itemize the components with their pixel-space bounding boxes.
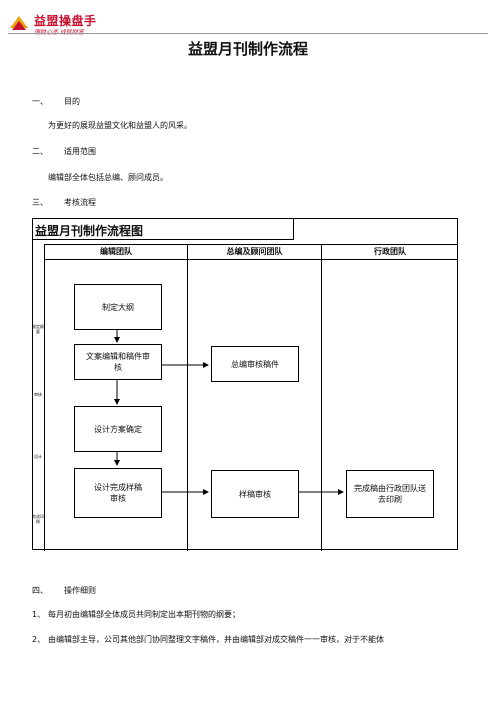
lane-label-design: 设计 (34, 454, 42, 459)
step-edit-review: 文案编辑和稿件审核 (74, 344, 162, 380)
logo: 益盟操盘手 理财心态 成就财富 (8, 12, 108, 42)
flowchart-title: 益盟月刊制作流程图 (32, 218, 294, 240)
detail-1-num: 1、 (32, 610, 46, 619)
section-2-body: 编辑部全体包括总编、顾问成员。 (48, 173, 168, 182)
section-3-num: 三、 (32, 198, 48, 207)
section-2-heading: 适用范围 (64, 147, 96, 156)
section-1-heading: 目的 (64, 97, 80, 106)
section-1-num: 一、 (32, 97, 48, 106)
detail-2-num: 2、 (32, 635, 46, 644)
step-design: 设计方案确定 (74, 406, 162, 452)
step-outline: 制定大纲 (74, 284, 162, 330)
column-admin: 行政团队 (321, 245, 458, 551)
section-4-heading: 操作细则 (64, 586, 96, 595)
column-header-admin: 行政团队 (322, 245, 458, 260)
column-header-editing: 编辑团队 (45, 245, 187, 260)
section-3-heading: 考核流程 (64, 198, 96, 207)
flow-arrows (114, 330, 344, 495)
flowchart-grid: 编辑团队 总编及顾问团队 行政团队 (44, 244, 458, 551)
section-2-num: 二、 (32, 147, 48, 156)
step-chief-review: 总编审核稿件 (211, 346, 299, 382)
step-sample-review: 样稿审核 (211, 470, 299, 518)
section-1-body: 为更好的展现益盟文化和益盟人的风采。 (48, 121, 192, 130)
header-divider (8, 33, 488, 34)
detail-2-text: 由编辑部主导，公司其他部门协同整理文字稿件，并由编辑部对成交稿件一一审核，对于不… (48, 635, 384, 644)
logo-mark-icon (10, 16, 28, 30)
page-title: 益盟月刊制作流程 (187, 40, 308, 58)
section-4-num: 四、 (32, 586, 48, 595)
step-print: 完成稿由行政团队送去印刷 (346, 470, 434, 518)
step-design-complete: 设计完成样稿审核 (74, 468, 162, 518)
logo-name: 益盟操盘手 (34, 14, 97, 28)
column-editing: 编辑团队 (44, 245, 187, 551)
detail-1-text: 每月初由编辑部全体成员共同制定出本期刊物的纲要； (48, 610, 240, 619)
lane-label-outline: 制定纲要 (32, 324, 44, 334)
logo-slogan: 理财心态 成就财富 (34, 27, 84, 36)
column-chief: 总编及顾问团队 (187, 245, 321, 551)
flowchart: 益盟月刊制作流程图 制定纲要 审核 设计 完成印刷 编辑团队 总编及顾问团队 行… (32, 218, 458, 551)
lane-label-print: 完成印刷 (32, 514, 44, 524)
column-header-chief: 总编及顾问团队 (188, 245, 321, 260)
lane-label-review: 审核 (34, 392, 42, 397)
